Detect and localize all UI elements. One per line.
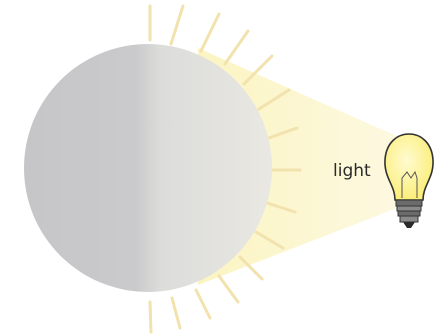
sphere bbox=[24, 44, 272, 292]
light-label: light bbox=[333, 161, 371, 181]
light-bulb-icon bbox=[385, 134, 433, 228]
